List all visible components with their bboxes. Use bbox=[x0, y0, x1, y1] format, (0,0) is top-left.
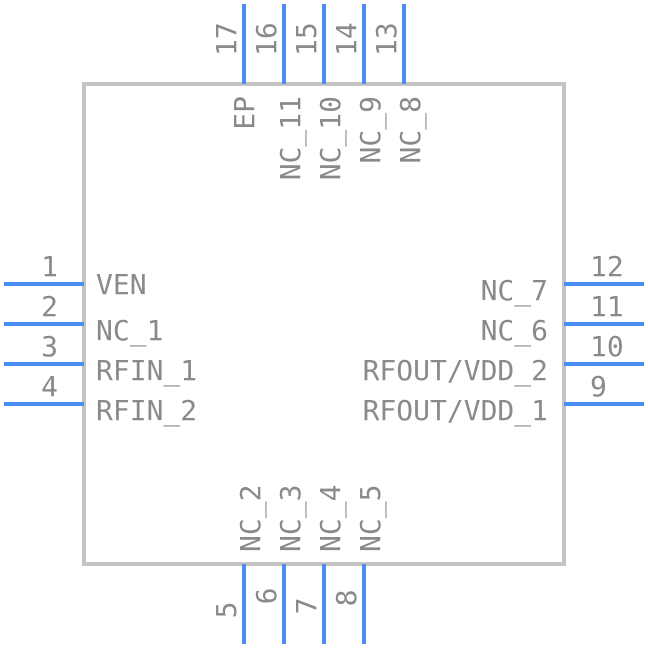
pin-6-number: 6 bbox=[250, 588, 283, 605]
pin-9-number: 9 bbox=[590, 370, 607, 403]
component-body bbox=[82, 82, 566, 566]
pin-17-number: 17 bbox=[210, 22, 243, 56]
pin-12-name: NC_7 bbox=[481, 274, 548, 308]
pin-2-number: 2 bbox=[41, 290, 58, 323]
pin-11-number: 11 bbox=[590, 290, 624, 323]
pin-15-name: NC_10 bbox=[314, 96, 348, 180]
pin-1-name: VEN bbox=[96, 268, 147, 301]
pin-9-name: RFOUT/VDD_1 bbox=[363, 394, 548, 428]
pin-17-name: EP bbox=[228, 96, 261, 130]
pin-13-number: 13 bbox=[370, 22, 403, 56]
pin-13-name: NC_8 bbox=[394, 96, 428, 163]
pin-16-name: NC_11 bbox=[274, 96, 308, 180]
pin-16-number: 16 bbox=[250, 22, 283, 56]
pin-5-name: NC_2 bbox=[234, 485, 268, 552]
pin-12-number: 12 bbox=[590, 250, 624, 283]
pin-7-number: 7 bbox=[290, 598, 323, 615]
pin-14-name: NC_9 bbox=[354, 96, 388, 163]
pin-15-number: 15 bbox=[290, 22, 323, 56]
pin-4-number: 4 bbox=[41, 370, 58, 403]
pin-8-number: 8 bbox=[330, 590, 363, 607]
pin-7-name: NC_4 bbox=[314, 485, 348, 552]
pin-4-name: RFIN_2 bbox=[96, 394, 197, 428]
pin-3-number: 3 bbox=[41, 330, 58, 363]
pin-14-number: 14 bbox=[330, 22, 363, 56]
pin-10-name: RFOUT/VDD_2 bbox=[363, 354, 548, 388]
pin-5-number: 5 bbox=[210, 602, 243, 619]
pin-10-number: 10 bbox=[590, 330, 624, 363]
pin-8-name: NC_5 bbox=[354, 485, 388, 552]
pin-11-name: NC_6 bbox=[481, 314, 548, 348]
pin-6-name: NC_3 bbox=[274, 485, 308, 552]
pin-3-name: RFIN_1 bbox=[96, 354, 197, 388]
pin-2-name: NC_1 bbox=[96, 314, 163, 348]
pin-1-number: 1 bbox=[41, 250, 58, 283]
